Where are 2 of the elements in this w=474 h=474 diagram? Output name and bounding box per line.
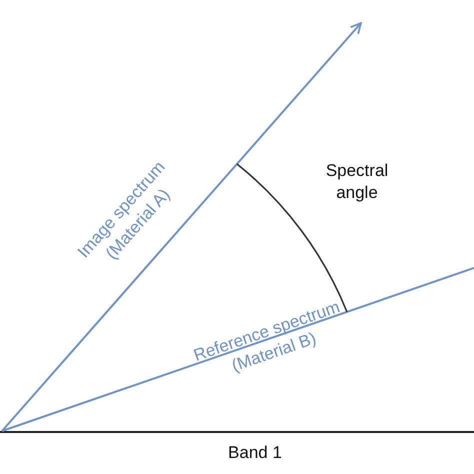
axis-label: Band 1 <box>227 442 283 464</box>
angle-label: Spectral angle <box>324 160 390 204</box>
